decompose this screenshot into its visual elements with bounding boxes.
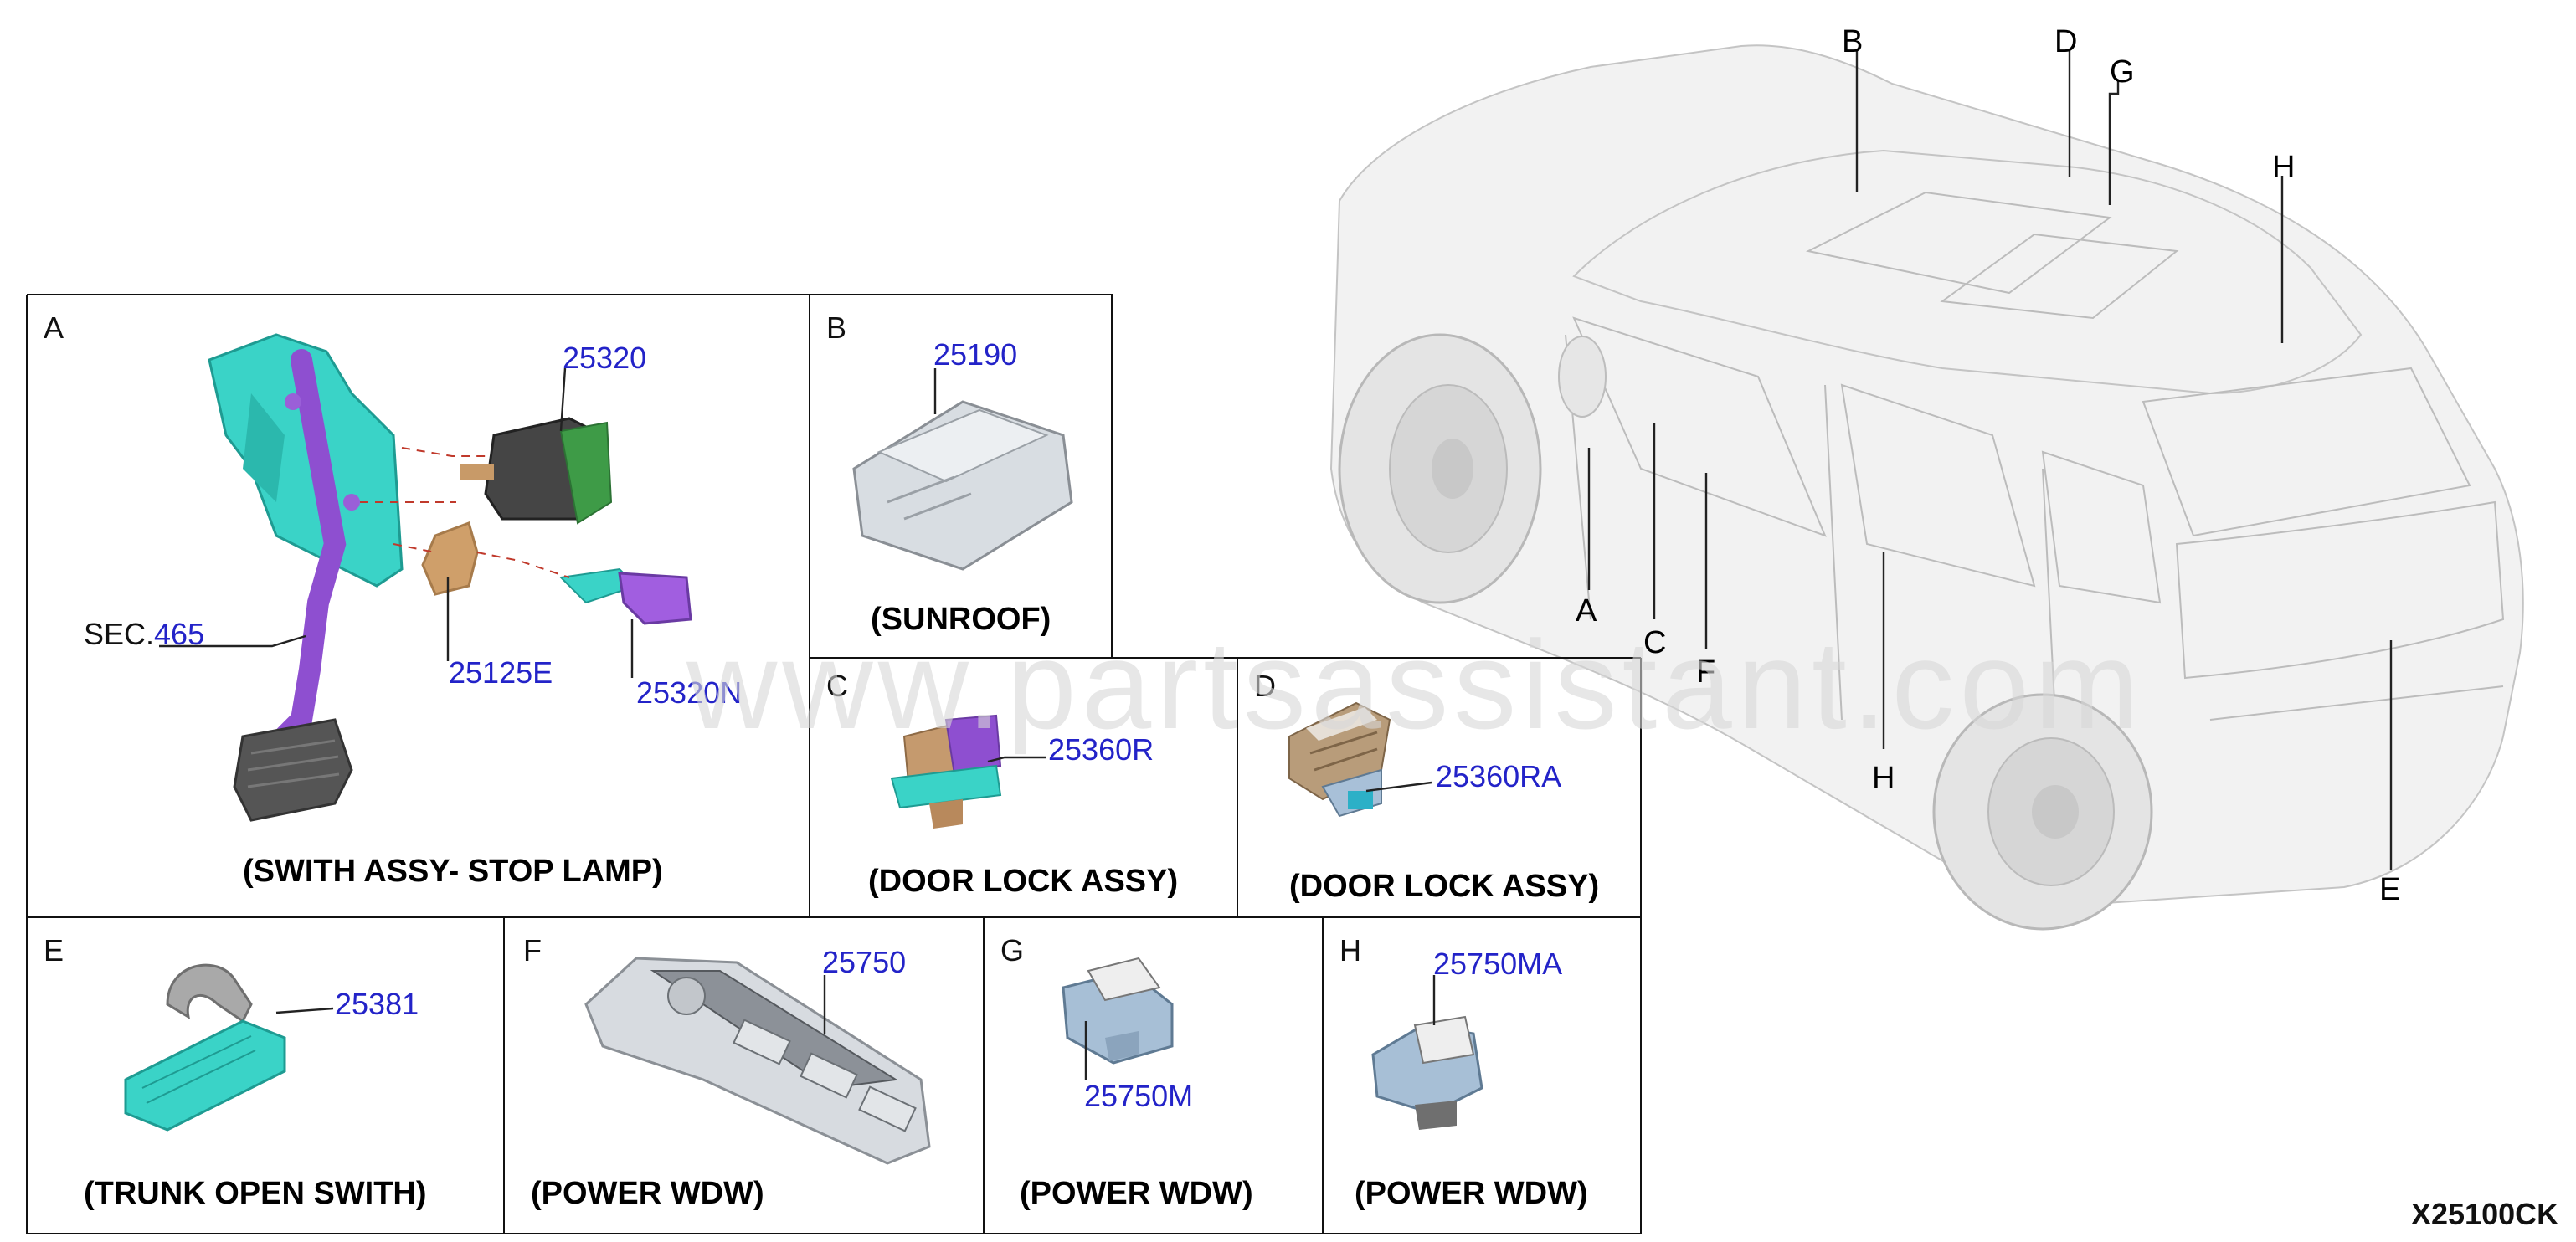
panel-a: A 25320 — [44, 310, 742, 889]
rear-wheel — [1932, 693, 2153, 931]
panel-letter-d: D — [1254, 669, 1276, 703]
panel-letter-e: E — [44, 933, 64, 967]
panel-f-caption: (POWER WDW) — [531, 1176, 764, 1211]
panel-letter-h: H — [1339, 933, 1361, 967]
part-number-25320n: 25320N — [636, 675, 742, 710]
car-label-e: E — [2379, 872, 2400, 907]
part-number-25360r: 25360R — [1048, 732, 1154, 767]
car-label-b: B — [1842, 24, 1863, 59]
site-watermark: www.partsassistant.com — [686, 614, 2144, 755]
power-window-master-switch-icon — [584, 957, 931, 1165]
panel-d-caption: (DOOR LOCK ASSY) — [1289, 869, 1599, 904]
vehicle-illustration — [1329, 44, 2524, 931]
panel-grid — [26, 294, 1642, 1234]
panel-letter-f: F — [523, 933, 542, 967]
trunk-opener-switch-icon — [124, 963, 286, 1132]
part-number-25381: 25381 — [335, 987, 419, 1021]
door-lock-switch-icon — [1288, 701, 1391, 818]
panel-c: C 25360R (DOOR LOCK ASSY) — [826, 669, 1178, 899]
panel-c-caption: (DOOR LOCK ASSY) — [868, 864, 1178, 899]
panel-letter-c: C — [826, 669, 848, 703]
panel-a-caption: (SWITH ASSY- STOP LAMP) — [243, 854, 663, 889]
panel-letter-a: A — [44, 310, 64, 345]
panel-g: G 25750M (POWER WDW) — [1000, 933, 1253, 1211]
panel-d: D 25360RA (DOOR LOCK ASSY) — [1254, 669, 1599, 904]
car-label-h-bottom: H — [1872, 761, 1895, 796]
stop-lamp-switch-icon — [460, 417, 613, 525]
panel-h: H 25750MA (POWER WDW) — [1339, 933, 1588, 1211]
part-number-25750: 25750 — [822, 945, 906, 979]
power-window-switch-icon — [1062, 957, 1174, 1065]
front-wheel — [1338, 333, 1542, 604]
car-label-f: F — [1696, 654, 1715, 690]
panel-b: B 25190 (SUNROOF) — [826, 310, 1073, 637]
panel-e: E 25381 (TRUNK OPEN SWITH) — [44, 933, 427, 1211]
panel-letter-g: G — [1000, 933, 1024, 967]
clutch-switch-icon — [558, 567, 692, 625]
bushing-icon — [421, 521, 479, 596]
part-number-25320: 25320 — [563, 341, 646, 375]
car-location-markers: A B C D E F G H H — [1576, 24, 2400, 907]
car-label-h-top: H — [2272, 150, 2295, 185]
door-lock-switch-icon — [890, 714, 1002, 829]
car-label-d: D — [2054, 24, 2077, 59]
pedal-bracket-icon — [208, 333, 404, 822]
part-number-25125e: 25125E — [449, 655, 553, 690]
diagram-code: X25100CK — [2411, 1197, 2558, 1231]
sunroof-switch-icon — [852, 400, 1073, 571]
part-number-25360ra: 25360RA — [1436, 759, 1561, 793]
panel-h-caption: (POWER WDW) — [1355, 1176, 1588, 1211]
panel-f: F 25750 (POWER WDW) — [523, 933, 931, 1211]
car-label-a: A — [1576, 593, 1597, 629]
car-label-g: G — [2110, 54, 2135, 90]
panel-g-caption: (POWER WDW) — [1020, 1176, 1253, 1211]
section-reference: SEC.465 — [84, 617, 204, 651]
part-number-25750m: 25750M — [1084, 1079, 1193, 1113]
panel-e-caption: (TRUNK OPEN SWITH) — [84, 1176, 427, 1211]
car-label-c: C — [1643, 625, 1666, 660]
power-window-switch-icon — [1371, 1015, 1483, 1130]
part-number-25750ma: 25750MA — [1433, 947, 1562, 981]
panel-b-caption: (SUNROOF) — [871, 602, 1051, 637]
panel-letter-b: B — [826, 310, 846, 345]
part-number-25190: 25190 — [933, 337, 1017, 372]
